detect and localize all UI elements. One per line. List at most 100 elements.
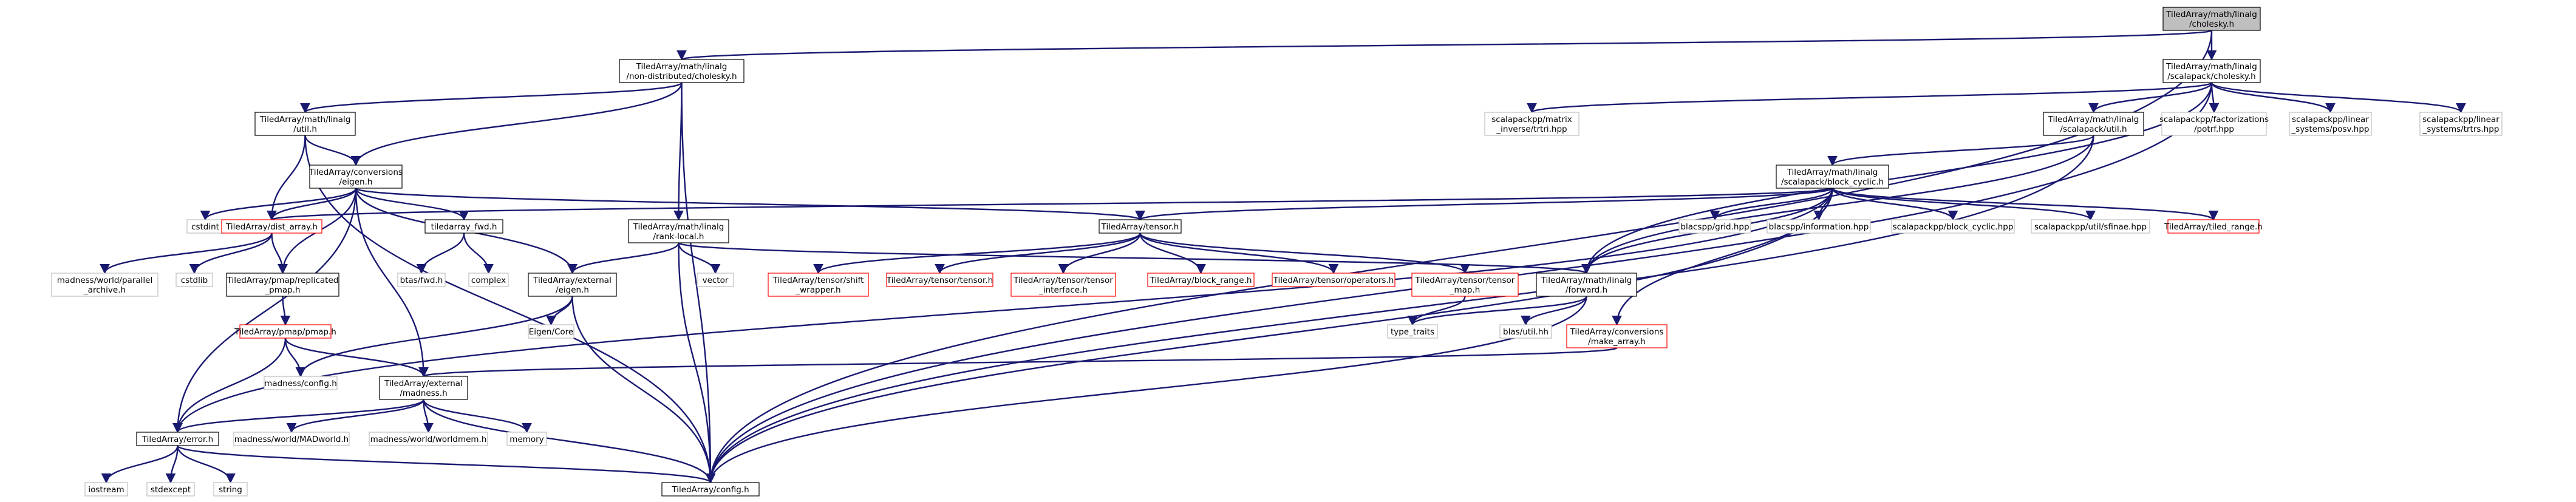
node-box[interactable] [1776, 165, 1889, 189]
node-label: /rank-local.h [653, 232, 704, 242]
node-label: TiledArray/math/linalg [633, 222, 724, 232]
node-madworld: madness/world/MADworld.h [233, 432, 350, 446]
node-box [51, 273, 158, 297]
node-operators[interactable]: TiledArray/tensor/operators.h [1272, 273, 1395, 287]
node-box[interactable] [1272, 273, 1395, 287]
node-tensor[interactable]: TiledArray/tensor.h [1099, 219, 1182, 234]
node-box [1678, 219, 1751, 234]
node-box [2162, 7, 2261, 31]
edge-ext_eigen-to-config [571, 296, 716, 484]
node-box [528, 324, 574, 339]
node-label: btas/fwd.h [400, 276, 443, 285]
node-label: _interface.h [1038, 285, 1088, 295]
node-box[interactable] [379, 376, 468, 400]
node-tensor-map[interactable]: TiledArray/tensor/tensor_map.h [1411, 273, 1519, 297]
node-ext-eigen[interactable]: TiledArray/external/eigen.h [528, 273, 617, 297]
node-box[interactable] [1147, 273, 1255, 287]
node-memory: memory [506, 432, 547, 446]
node-cstdlib: cstdlib [175, 273, 213, 287]
node-box[interactable] [528, 273, 617, 297]
node-box[interactable] [424, 219, 503, 234]
node-label: scalapackpp/util/sfinae.hpp [2034, 222, 2147, 232]
node-rank-local[interactable]: TiledArray/math/linalg/rank-local.h [628, 219, 729, 243]
edge-forward-to-blas_util [1521, 296, 1587, 326]
node-label: blacspp/information.hpp [1769, 222, 1869, 232]
node-box[interactable] [254, 112, 356, 136]
edge-tensor-to-tensor_interface [1058, 232, 1141, 274]
node-box[interactable] [768, 273, 869, 297]
node-box[interactable] [661, 482, 760, 497]
node-tensor-tensor[interactable]: TiledArray/tensor/tensor.h [886, 273, 993, 287]
node-blas-util: blas/util.hh [1499, 324, 1552, 339]
node-box[interactable] [2167, 219, 2260, 234]
edge-sp_util-to-block_cyclic [1827, 134, 2094, 166]
node-label: TiledArray/tensor.h [1101, 222, 1179, 232]
node-box[interactable] [1411, 273, 1519, 297]
node-scalapack-chol[interactable]: TiledArray/math/linalg/scalapack/cholesk… [2162, 59, 2261, 83]
node-pmap[interactable]: TiledArray/pmap/pmap.h [234, 324, 336, 339]
node-forward[interactable]: TiledArray/math/linalg/forward.h [1536, 273, 1637, 297]
node-conv-eigen[interactable]: TiledArray/conversions/eigen.h [308, 165, 403, 189]
node-nondist[interactable]: TiledArray/math/linalg/non-distributed/c… [619, 59, 745, 83]
node-box[interactable] [1566, 324, 1668, 348]
node-label: TiledArray/conversions [308, 168, 403, 177]
node-fwd[interactable]: tiledarray_fwd.h [424, 219, 503, 234]
node-box[interactable] [1536, 273, 1637, 297]
node-label: vector [703, 276, 729, 285]
node-vector: vector [697, 273, 734, 287]
node-label: TiledArray/block_range.h [1150, 276, 1252, 285]
edge-pmap-to-madness_config [284, 337, 306, 378]
node-ext-madness[interactable]: TiledArray/external/madness.h [379, 376, 468, 400]
node-cholesky: TiledArray/math/linalg/cholesky.h [2162, 7, 2261, 31]
node-stdexcept: stdexcept [146, 482, 195, 497]
edge-scalapack_chol-to-sp_util [2088, 82, 2213, 114]
node-box[interactable] [239, 324, 332, 339]
node-config[interactable]: TiledArray/config.h [661, 482, 760, 497]
node-label: complex [471, 276, 506, 285]
node-label: TiledArray/pmap/replicated [227, 276, 339, 285]
node-sp-util[interactable]: TiledArray/math/linalg/scalapack/util.h [2043, 112, 2144, 136]
node-label: madness/world/parallel [57, 276, 152, 285]
node-box[interactable] [619, 59, 745, 83]
node-label: /util.h [293, 124, 317, 134]
edge-cholesky-to-nondist [677, 29, 2213, 61]
edge-conv_eigen-to-error [172, 188, 357, 433]
node-box[interactable] [136, 432, 219, 446]
node-box [264, 376, 338, 390]
node-replicated[interactable]: TiledArray/pmap/replicated_pmap.h [226, 273, 339, 297]
node-box [2161, 112, 2267, 136]
node-util[interactable]: TiledArray/math/linalg/util.h [254, 112, 356, 136]
node-label: TiledArray/tensor/tensor [1415, 276, 1515, 285]
node-label: /potrf.hpp [2194, 124, 2234, 134]
node-block-cyclic[interactable]: TiledArray/math/linalg/scalapack/block_c… [1776, 165, 1889, 189]
node-box[interactable] [226, 273, 339, 297]
node-box[interactable] [309, 165, 403, 189]
node-label: stdexcept [151, 485, 191, 495]
node-box[interactable] [886, 273, 993, 287]
node-shift-wrapper[interactable]: TiledArray/tensor/shift_wrapper.h [768, 273, 869, 297]
node-make-array[interactable]: TiledArray/conversions/make_array.h [1566, 324, 1668, 348]
edge-forward-to-type_traits [1407, 296, 1587, 326]
edge-ext_madness-to-madworld [286, 399, 424, 433]
node-box[interactable] [221, 219, 322, 234]
node-box[interactable] [628, 219, 729, 243]
node-box[interactable] [2162, 59, 2261, 83]
edge-conv_eigen-to-fwd [355, 188, 469, 221]
node-box[interactable] [1010, 273, 1116, 297]
node-dist-array[interactable]: TiledArray/dist_array.h [221, 219, 322, 234]
edge-ext_eigen-to-madness_config [295, 296, 573, 378]
node-label: scalapackpp/linear [2292, 115, 2369, 124]
node-label: type_traits [1391, 327, 1434, 337]
node-box[interactable] [2043, 112, 2144, 136]
edge-block_cyclic-to-sfinae [1831, 188, 2096, 221]
node-error[interactable]: TiledArray/error.h [136, 432, 219, 446]
edges [100, 29, 2466, 484]
edge-ext_eigen-to-eigen_core [546, 296, 573, 326]
node-cstdint: cstdint [186, 219, 224, 234]
node-tiled-range[interactable]: TiledArray/tiled_range.h [2164, 219, 2263, 234]
node-box[interactable] [1099, 219, 1182, 234]
node-tensor-interface[interactable]: TiledArray/tensor/tensor_interface.h [1010, 273, 1116, 297]
node-block-range[interactable]: TiledArray/block_range.h [1147, 273, 1255, 287]
edge-error-to-iostream [101, 445, 179, 484]
